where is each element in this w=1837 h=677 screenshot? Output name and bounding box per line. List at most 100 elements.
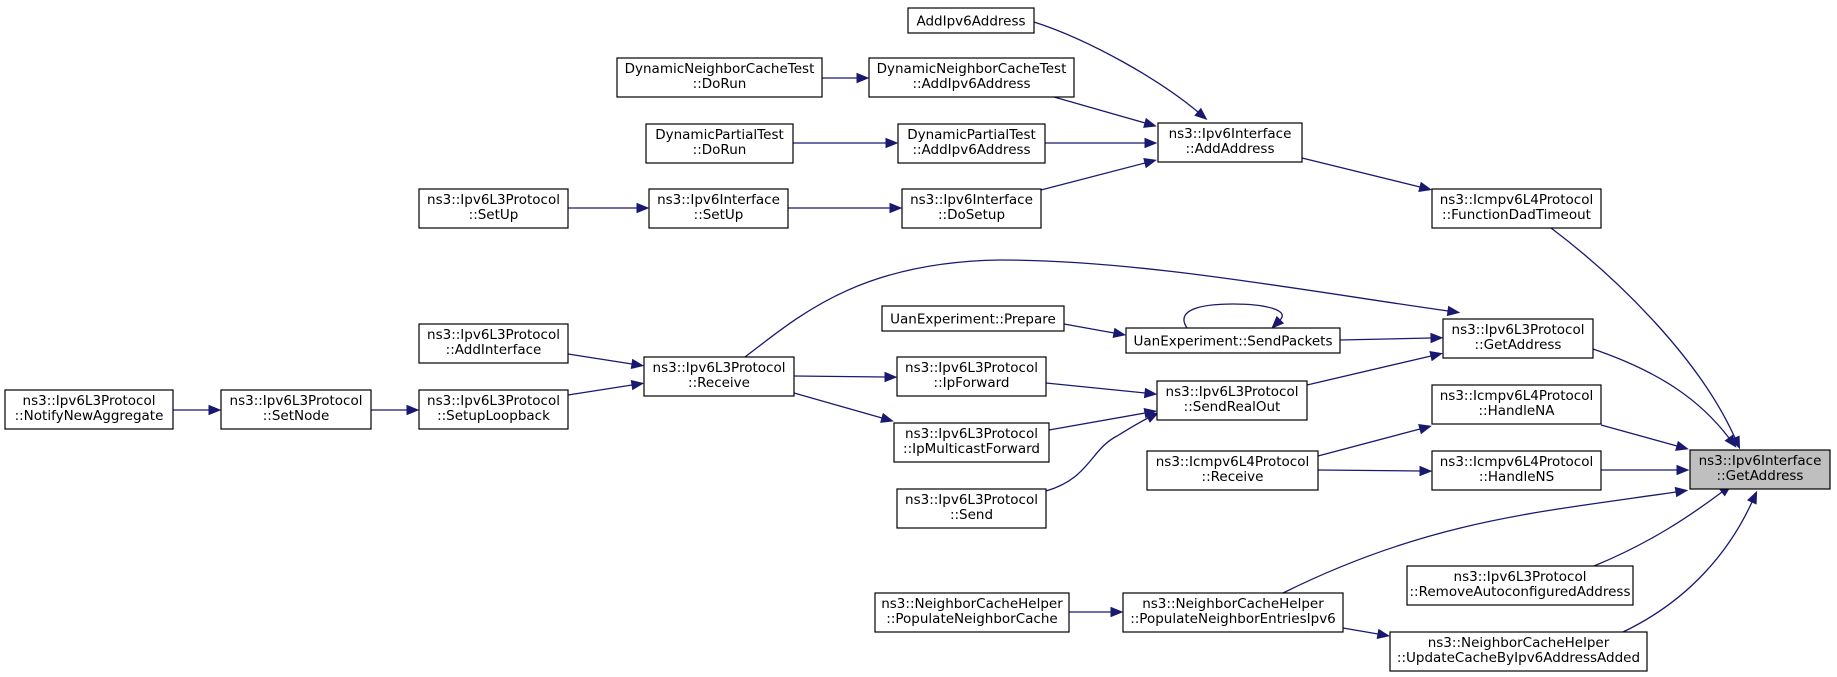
node-label: ns3::NeighborCacheHelper	[881, 596, 1063, 612]
arrowhead-icon	[1747, 490, 1758, 505]
node-label: ns3::Ipv6L3Protocol	[23, 393, 156, 409]
node-update-cache[interactable]: ns3::NeighborCacheHelper::UpdateCacheByI…	[1389, 631, 1648, 672]
edge-ip-forward-to-send-real-out	[1045, 382, 1158, 399]
node-label: ns3::Ipv6L3Protocol	[905, 426, 1038, 442]
node-label: ::DoRun	[693, 76, 747, 92]
arrowhead-icon	[1271, 315, 1285, 329]
edge-ipv6l3-get-address-to-get-address	[1592, 348, 1737, 448]
node-iface-setup[interactable]: ns3::Ipv6Interface::SetUp	[648, 188, 789, 229]
arrowhead-icon	[1144, 137, 1158, 149]
node-label: ::AddInterface	[446, 342, 542, 358]
node-send-real-out[interactable]: ns3::Ipv6L3Protocol::SendRealOut	[1156, 380, 1308, 421]
edge-l3-receive-to-ipv6l3-get-address	[744, 259, 1461, 358]
edge-dnct-add-to-add-address	[1053, 96, 1157, 128]
node-get-address[interactable]: ns3::Ipv6Interface::GetAddress	[1689, 449, 1831, 490]
node-label: ns3::Icmpv6L4Protocol	[1440, 454, 1594, 470]
node-populate-cache[interactable]: ns3::NeighborCacheHelper::PopulateNeighb…	[874, 592, 1070, 633]
node-remove-autoconfigured[interactable]: ns3::Ipv6L3Protocol::RemoveAutoconfigure…	[1406, 565, 1634, 606]
node-label: ns3::Ipv6Interface	[1169, 126, 1292, 142]
node-label: DynamicPartialTest	[907, 127, 1036, 143]
node-icmp-receive[interactable]: ns3::Icmpv6L4Protocol::Receive	[1146, 450, 1319, 491]
node-box	[643, 356, 795, 397]
edge-dpt-add-to-add-address	[1045, 137, 1158, 149]
edge-iface-setup-to-iface-dosetup	[788, 202, 903, 214]
node-dnct-dorun[interactable]: DynamicNeighborCacheTest::DoRun	[616, 57, 823, 98]
node-box	[893, 422, 1050, 463]
node-label: ns3::Ipv6L3Protocol	[427, 192, 560, 208]
node-box	[648, 188, 789, 229]
node-label: ::PopulateNeighborCache	[886, 611, 1057, 627]
node-label: ::Receive	[1202, 469, 1264, 485]
node-label: ::IpMulticastForward	[903, 441, 1040, 457]
node-box	[616, 57, 823, 98]
node-add-address[interactable]: ns3::Ipv6Interface::AddAddress	[1157, 122, 1303, 163]
node-l3-receive[interactable]: ns3::Ipv6L3Protocol::Receive	[643, 356, 795, 397]
arrowhead-icon	[630, 358, 645, 370]
node-box	[220, 389, 372, 430]
node-label: ::GetAddress	[1717, 468, 1804, 484]
edge-update-cache-to-get-address	[1622, 490, 1758, 633]
node-dnct-add[interactable]: DynamicNeighborCacheTest::AddIpv6Address	[868, 57, 1075, 98]
node-ipv6l3-get-address[interactable]: ns3::Ipv6L3Protocol::GetAddress	[1442, 318, 1594, 359]
node-box	[897, 123, 1046, 164]
node-label: ::IpForward	[934, 375, 1010, 391]
node-label: ns3::Ipv6Interface	[1699, 453, 1822, 469]
node-label: ns3::Ipv6L3Protocol	[653, 360, 786, 376]
node-ip-forward[interactable]: ns3::Ipv6L3Protocol::IpForward	[896, 356, 1047, 397]
arrowhead-icon	[884, 371, 898, 383]
edge-setup-loopback-to-l3-receive	[567, 379, 645, 396]
edge-uan-sendpackets-to-uan-sendpackets	[1183, 303, 1285, 329]
node-l3-setup[interactable]: ns3::Ipv6L3Protocol::SetUp	[418, 188, 569, 229]
node-label: ::GetAddress	[1475, 337, 1562, 353]
node-label: ::FunctionDadTimeout	[1442, 207, 1591, 223]
node-l3-send[interactable]: ns3::Ipv6L3Protocol::Send	[896, 488, 1047, 529]
node-label: ::SetNode	[263, 408, 330, 424]
node-box	[881, 305, 1065, 332]
node-set-node[interactable]: ns3::Ipv6L3Protocol::SetNode	[220, 389, 372, 430]
node-label: ::NotifyNewAggregate	[15, 408, 164, 424]
node-label: ns3::Ipv6L3Protocol	[1452, 322, 1585, 338]
node-ip-multicast-forward[interactable]: ns3::Ipv6L3Protocol::IpMulticastForward	[893, 422, 1050, 463]
node-populate-entries[interactable]: ns3::NeighborCacheHelper::PopulateNeighb…	[1122, 592, 1344, 633]
edge-send-real-out-to-ipv6l3-get-address	[1306, 350, 1443, 386]
node-uan-sendpackets[interactable]: UanExperiment::SendPackets	[1125, 327, 1341, 354]
node-label: ns3::Icmpv6L4Protocol	[1156, 454, 1310, 470]
edge-l3-send-to-send-real-out	[1045, 412, 1159, 492]
node-box	[1442, 318, 1594, 359]
node-box	[1157, 122, 1303, 163]
arrowhead-icon	[885, 137, 899, 149]
arrowhead-icon	[1429, 350, 1443, 362]
arrowhead-icon	[1143, 117, 1157, 128]
node-label: ::SetUp	[694, 207, 744, 223]
node-iface-dosetup[interactable]: ns3::Ipv6Interface::DoSetup	[901, 188, 1042, 229]
node-notify-new-aggregate[interactable]: ns3::Ipv6L3Protocol::NotifyNewAggregate	[4, 389, 174, 430]
arrowhead-icon	[880, 412, 894, 423]
arrowhead-icon	[1145, 412, 1159, 423]
node-label: ns3::Ipv6Interface	[657, 192, 780, 208]
arrowhead-icon	[630, 379, 645, 391]
node-function-dad-timeout[interactable]: ns3::Icmpv6L4Protocol::FunctionDadTimeou…	[1431, 188, 1602, 229]
node-handle-ns[interactable]: ns3::Icmpv6L4Protocol::HandleNS	[1431, 450, 1602, 491]
node-setup-loopback[interactable]: ns3::Ipv6L3Protocol::SetupLoopback	[418, 389, 569, 430]
node-box	[418, 188, 569, 229]
node-add-ipv6-address[interactable]: AddIpv6Address	[907, 7, 1035, 34]
node-handle-na[interactable]: ns3::Icmpv6L4Protocol::HandleNA	[1431, 384, 1602, 425]
node-dpt-dorun[interactable]: DynamicPartialTest::DoRun	[645, 123, 794, 164]
node-label: ::Receive	[688, 375, 750, 391]
node-dpt-add[interactable]: DynamicPartialTest::AddIpv6Address	[897, 123, 1046, 164]
edge-ip-multicast-forward-to-send-real-out	[1048, 407, 1158, 431]
edge-uan-sendpackets-to-ipv6l3-get-address	[1339, 332, 1444, 344]
edge-dnct-dorun-to-dnct-add	[822, 72, 870, 84]
node-l3-add-interface[interactable]: ns3::Ipv6L3Protocol::AddInterface	[418, 323, 569, 364]
node-label: ns3::Ipv6L3Protocol	[230, 393, 363, 409]
node-box	[901, 188, 1042, 229]
arrowhead-icon	[1674, 486, 1689, 498]
node-label: ::UpdateCacheByIpv6AddressAdded	[1397, 650, 1640, 666]
edge-handle-ns-to-get-address	[1601, 464, 1690, 476]
arrowhead-icon	[1419, 465, 1433, 477]
node-box	[1156, 380, 1308, 421]
arrowhead-icon	[1676, 464, 1690, 476]
node-uan-prepare[interactable]: UanExperiment::Prepare	[881, 305, 1065, 332]
arrowhead-icon	[406, 404, 420, 416]
